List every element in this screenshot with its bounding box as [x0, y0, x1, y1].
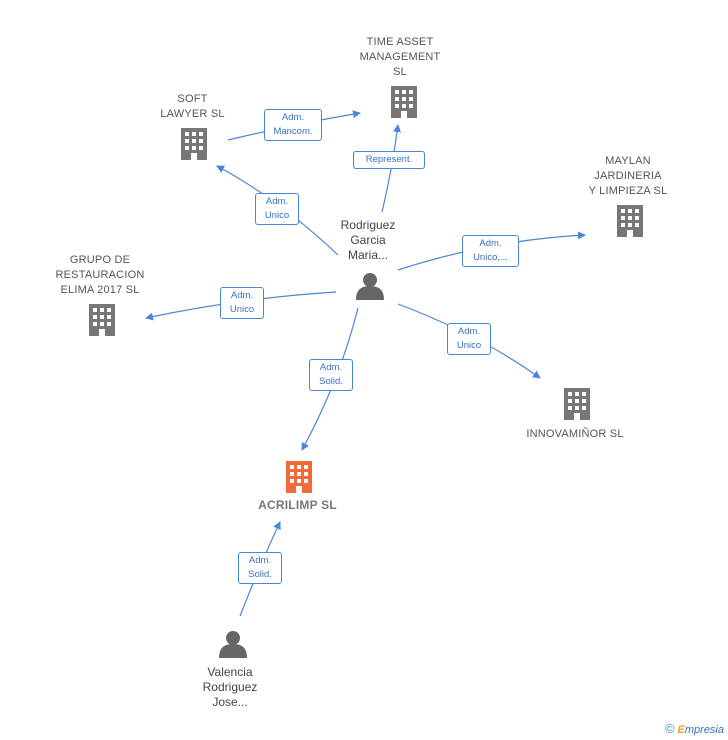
- edge-label-solid-val: Adm. Solid.: [238, 552, 282, 584]
- edge-represent: [381, 124, 402, 213]
- time-asset-building-icon: [391, 86, 417, 118]
- maylan-label[interactable]: MAYLAN JARDINERIA Y LIMPIEZA SL: [588, 155, 668, 197]
- brand-logo-text: mpresia: [684, 724, 724, 736]
- brand-logo-e: E: [677, 724, 685, 736]
- maylan-building-icon: [617, 205, 643, 237]
- edge-label-mancom: Adm. Mancom.: [264, 109, 322, 141]
- soft-lawyer-building-icon: [181, 128, 207, 160]
- rodriguez-person-icon: [356, 273, 384, 300]
- acrilimp-label[interactable]: ACRILIMP SL: [258, 498, 337, 512]
- grupo-building-icon: [89, 304, 115, 336]
- rodriguez-label[interactable]: Rodriguez Garcia Maria...: [340, 218, 396, 262]
- acrilimp-building-icon: [286, 461, 312, 493]
- valencia-label[interactable]: Valencia Rodriguez Jose...: [202, 665, 258, 709]
- edge-label-solid-rod: Adm. Solid.: [309, 359, 353, 391]
- edge-label-unico-grupo: Adm. Unico: [220, 287, 264, 319]
- edge-label-unico-soft: Adm. Unico: [255, 193, 299, 225]
- edge-label-represent: Represent.: [353, 151, 425, 169]
- edge-label-unico-innov: Adm. Unico: [447, 323, 491, 355]
- copyright-symbol: ©: [664, 721, 675, 736]
- footer-brand: ©Empresia: [665, 721, 724, 736]
- soft-lawyer-label[interactable]: SOFT LAWYER SL: [160, 93, 225, 120]
- edge-label-unico-maylan: Adm. Unico,...: [462, 235, 519, 267]
- valencia-person-icon: [219, 631, 247, 658]
- time-asset-label[interactable]: TIME ASSET MANAGEMENT SL: [359, 36, 441, 78]
- innovaminor-building-icon: [564, 388, 590, 420]
- grupo-label[interactable]: GRUPO DE RESTAURACION ELIMA 2017 SL: [55, 254, 145, 296]
- innovaminor-label[interactable]: INNOVAMIÑOR SL: [526, 428, 624, 440]
